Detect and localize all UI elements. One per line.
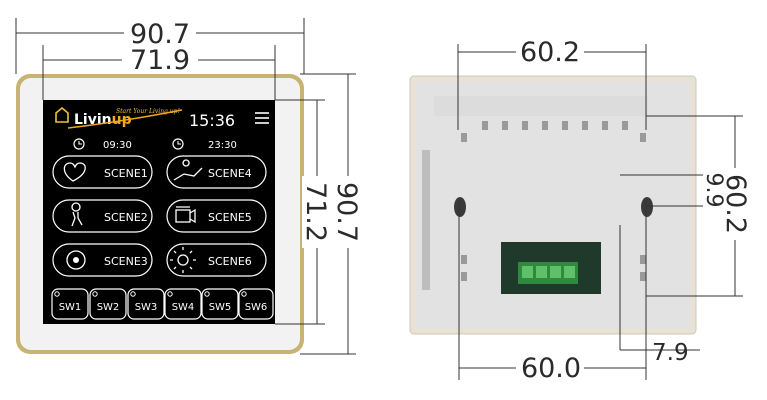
dim-back-bottom-offset: 7.9 — [652, 340, 689, 366]
clock-display: 15:36 — [189, 111, 235, 130]
side-connector — [422, 150, 430, 290]
menu-icon[interactable] — [255, 112, 269, 124]
switch-button-5[interactable]: SW5 — [201, 288, 239, 320]
dim-front-outer-width: 90.7 — [130, 19, 190, 50]
switch-button-2[interactable]: SW2 — [89, 288, 127, 320]
scene-label: SCENE6 — [208, 255, 252, 268]
svg-text:SW2: SW2 — [97, 302, 120, 313]
heart-icon — [63, 162, 86, 182]
mounting-hole-right — [641, 197, 653, 217]
screen-header: Livinup Start Your Living up! 15:36 — [55, 106, 269, 130]
touch-screen — [43, 100, 275, 324]
scene-button-4[interactable]: SCENE4 — [166, 155, 267, 189]
dim-front-outer-height: 90.7 — [331, 182, 362, 242]
svg-text:SW4: SW4 — [172, 302, 195, 313]
relax-icon — [173, 159, 203, 181]
svg-text:SW6: SW6 — [245, 302, 268, 313]
switch-button-6[interactable]: SW6 — [238, 288, 274, 320]
timer-row: 09:30 23:30 — [73, 138, 237, 151]
scene-label: SCENE3 — [104, 255, 148, 268]
scene-button-5[interactable]: SCENE5 — [166, 199, 267, 233]
timer2-time: 23:30 — [208, 140, 237, 151]
scene-button-1[interactable]: SCENE1 — [52, 155, 153, 189]
vent-slots — [461, 121, 646, 281]
dim-front-screen-width: 71.9 — [130, 45, 190, 76]
switch-button-3[interactable]: SW3 — [127, 288, 165, 320]
svg-text:SW5: SW5 — [209, 302, 232, 313]
dim-back-right-height: 60.2 — [720, 174, 751, 234]
scene-label: SCENE1 — [104, 167, 148, 180]
movie-icon — [175, 206, 196, 224]
music-icon — [66, 250, 86, 270]
terminal-block — [518, 262, 578, 284]
switch-button-1[interactable]: SW1 — [51, 288, 89, 320]
brand-swoosh — [67, 109, 183, 129]
scene-button-3[interactable]: SCENE3 — [52, 243, 153, 277]
brand-tagline: Start Your Living up! — [116, 108, 181, 115]
dim-front-screen-height: 71.2 — [300, 182, 331, 242]
scene-label: SCENE5 — [208, 211, 252, 224]
sun-icon — [170, 247, 196, 273]
scene-label: SCENE4 — [208, 167, 252, 180]
person-icon — [71, 202, 83, 227]
scene-label: SCENE2 — [104, 211, 148, 224]
dim-back-bottom-width: 60.0 — [521, 353, 581, 384]
svg-text:SW3: SW3 — [135, 302, 158, 313]
scene-button-2[interactable]: SCENE2 — [52, 199, 153, 233]
switch-button-4[interactable]: SW4 — [164, 288, 202, 320]
back-plate — [409, 75, 697, 335]
dim-back-top-width: 60.2 — [520, 37, 580, 68]
svg-text:SW1: SW1 — [59, 302, 82, 313]
timer-clock-icon — [172, 138, 184, 150]
switch-row: SW1 SW2 SW3 SW4 SW5 SW6 — [51, 288, 274, 320]
timer1-time: 09:30 — [103, 140, 132, 151]
mounting-hole-left — [454, 197, 466, 217]
timer-clock-icon — [73, 138, 85, 150]
front-panel: Livinup Start Your Living up! 15:36 09:3… — [16, 74, 304, 354]
dim-back-hole-offset: 9.9 — [701, 173, 726, 208]
scene-button-6[interactable]: SCENE6 — [166, 243, 267, 277]
home-logo-icon — [55, 106, 69, 123]
